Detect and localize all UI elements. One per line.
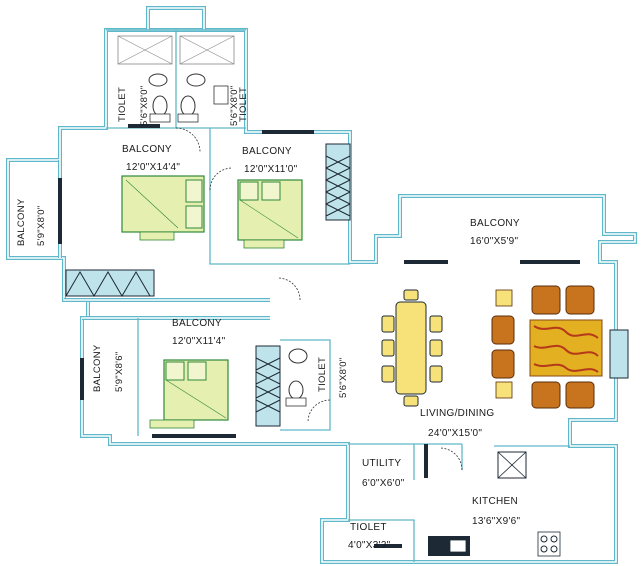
label-balcony-mid-name: BALCONY [172,318,222,329]
label-kitchen-name: KITCHEN [472,496,518,507]
label-utility-name: UTILITY [362,458,401,469]
bed-3 [149,359,229,429]
label-toilet-bottom-size: 4'0"X3'3" [348,540,391,551]
room-labels: BALCONY 12'0"X14'4" BALCONY 12'0"X11'0" … [16,85,521,551]
bed-2 [237,179,303,249]
label-toilet-top-left-size: 5'6"X8'0" [139,85,150,126]
label-balcony-top-mid-name: BALCONY [242,146,292,157]
label-balcony-top-mid-size: 12'0"X11'0" [244,164,298,175]
label-balcony-right-size: 16'0"X5'9" [470,236,519,247]
label-toilet-top-right-size: 5'6"X8'0" [229,85,240,126]
label-balcony-mid-size: 12'0"X11'4" [172,336,226,347]
label-balcony-left-size: 5'9"X8'0" [36,205,47,246]
label-toilet-bottom-name: TIOLET [350,522,387,533]
bed-1 [121,175,205,241]
kitchen-fixtures [428,451,561,557]
label-kitchen-size: 13'6"X9'6" [472,516,521,527]
label-living-dining-name: LIVING/DINING [420,408,494,419]
label-toilet-top-right-name: TIOLET [238,87,249,122]
label-toilet-top-left-name: TIOLET [117,87,128,122]
wardrobes [65,143,351,427]
label-balcony-top-left-size: 12'0"X14'4" [126,162,180,173]
door-swings [175,127,463,471]
toilet-fixtures-top [117,35,235,123]
label-utility-size: 6'0"X6'0" [362,478,405,489]
label-living-dining-size: 24'0"X15'0" [428,428,482,439]
label-balcony-lower-left-name: BALCONY [92,344,103,392]
label-toilet-mid-name: TIOLET [317,357,328,392]
walls [6,6,637,564]
label-balcony-lower-left-size: 5'9"X8'6" [114,351,125,392]
living-set [491,285,629,409]
dining-set [381,289,443,407]
label-balcony-top-left-name: BALCONY [122,144,172,155]
windows [58,124,580,548]
label-balcony-right-name: BALCONY [470,218,520,229]
toilet-fixtures-mid [285,348,308,407]
label-balcony-left-name: BALCONY [16,198,27,246]
label-toilet-mid-size: 5'6"X8'0" [338,357,349,398]
